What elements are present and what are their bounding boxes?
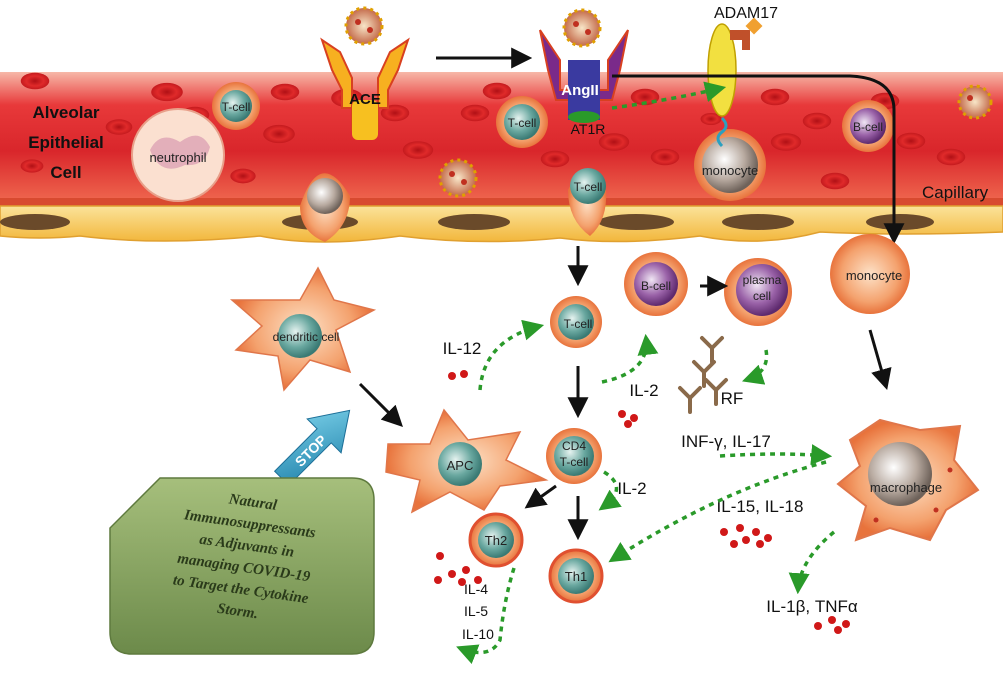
virus-on-ace: [344, 6, 384, 46]
adam17-label: ADAM17: [714, 5, 778, 22]
dendritic-cell-label: dendritic cell: [273, 330, 340, 344]
il10-label: IL-10: [462, 626, 494, 642]
il1b-tnfa-label: IL-1β, TNFα: [766, 597, 858, 616]
b-cell-label-lower: B-cell: [641, 279, 671, 293]
caption-line1: Natural: [227, 491, 279, 514]
th2-cell: Th2: [468, 512, 524, 568]
capillary-label: Capillary: [922, 183, 989, 202]
cd4-label-line1: CD4: [562, 439, 586, 453]
th2-label: Th2: [485, 533, 507, 548]
il12-label: IL-12: [443, 339, 482, 358]
epithelium-layer: [0, 205, 1003, 243]
arrow-angii-to-monocyte: [612, 74, 905, 245]
at1r-label: AT1R: [571, 121, 606, 137]
monocyte-label-vessel: monocyte: [702, 163, 758, 178]
macrophage-label: macrophage: [870, 480, 942, 495]
b-cell-label-vessel: B-cell: [853, 120, 883, 134]
macrophage-cell: macrophage: [836, 418, 980, 542]
monocyte-label-lower: monocyte: [846, 268, 902, 283]
alveolar-epithelial-cell-label: Alveolar Epithelial Cell: [28, 103, 104, 182]
plasma-cell-label-line1: plasma: [743, 273, 782, 287]
virus-on-angii: [562, 8, 602, 48]
alveolar-label-line3: Cell: [50, 163, 81, 182]
ace-receptor: ACE: [320, 37, 410, 140]
apc-cell: APC: [385, 408, 549, 514]
plasma-cell: plasma cell: [724, 258, 792, 326]
il2-label-lower: IL-2: [617, 479, 646, 498]
monocyte-lower: monocyte: [830, 234, 910, 314]
cd4-label-line2: T-cell: [560, 455, 589, 469]
ace-label: ACE: [349, 91, 381, 108]
migrating-cell-left: [300, 173, 350, 242]
virus-in-vessel: [438, 158, 478, 198]
il2-label-upper: IL-2: [629, 381, 658, 400]
plasma-cell-label-line2: cell: [753, 289, 771, 303]
monocyte-vessel: monocyte: [694, 116, 766, 201]
inf-il17-label: INF-γ, IL-17: [681, 432, 771, 451]
b-cell-lower: B-cell: [624, 252, 688, 316]
angii-at1r-receptor: AngII AT1R: [539, 29, 629, 137]
b-cell-vessel: B-cell: [842, 100, 894, 152]
neutrophil-cell: neutrophil: [131, 108, 225, 202]
apc-label: APC: [447, 458, 474, 473]
green-arrows-lower: [456, 319, 836, 664]
neutrophil-label: neutrophil: [149, 150, 206, 165]
th1-cell: Th1: [548, 548, 604, 604]
dendritic-cell: dendritic cell: [229, 266, 377, 392]
caption-line6: Storm.: [216, 601, 259, 623]
black-arrows-lower: [358, 246, 892, 541]
caption-box: Natural Immunosuppressants as Adjuvants …: [109, 477, 375, 655]
t-cell-vessel-2: T-cell: [496, 96, 548, 148]
antibody-icons: [678, 336, 728, 414]
t-cell-migrating: T-cell: [568, 168, 607, 236]
t-cell-label-1: T-cell: [222, 100, 251, 114]
alveolar-label-line2: Epithelial: [28, 133, 104, 152]
il15-il18-label: IL-15, IL-18: [717, 497, 804, 516]
t-cell-label-lower: T-cell: [564, 317, 593, 331]
t-cell-vessel-1: T-cell: [212, 82, 260, 130]
rf-label: RF: [721, 389, 744, 408]
alveolar-label-line1: Alveolar: [32, 103, 99, 122]
t-cell-label-2: T-cell: [508, 116, 537, 130]
cytokine-dots: [434, 370, 850, 634]
virus-right: [957, 84, 993, 120]
th1-label: Th1: [565, 569, 587, 584]
cd4-t-cell: CD4 T-cell: [546, 428, 602, 484]
t-cell-lower: T-cell: [550, 296, 602, 348]
t-cell-label-3: T-cell: [574, 180, 603, 194]
arrow-at1r-to-adam17: [611, 81, 727, 110]
angii-label: AngII: [561, 82, 599, 99]
il5-label: IL-5: [464, 603, 488, 619]
il4-label: IL-4: [464, 581, 488, 597]
